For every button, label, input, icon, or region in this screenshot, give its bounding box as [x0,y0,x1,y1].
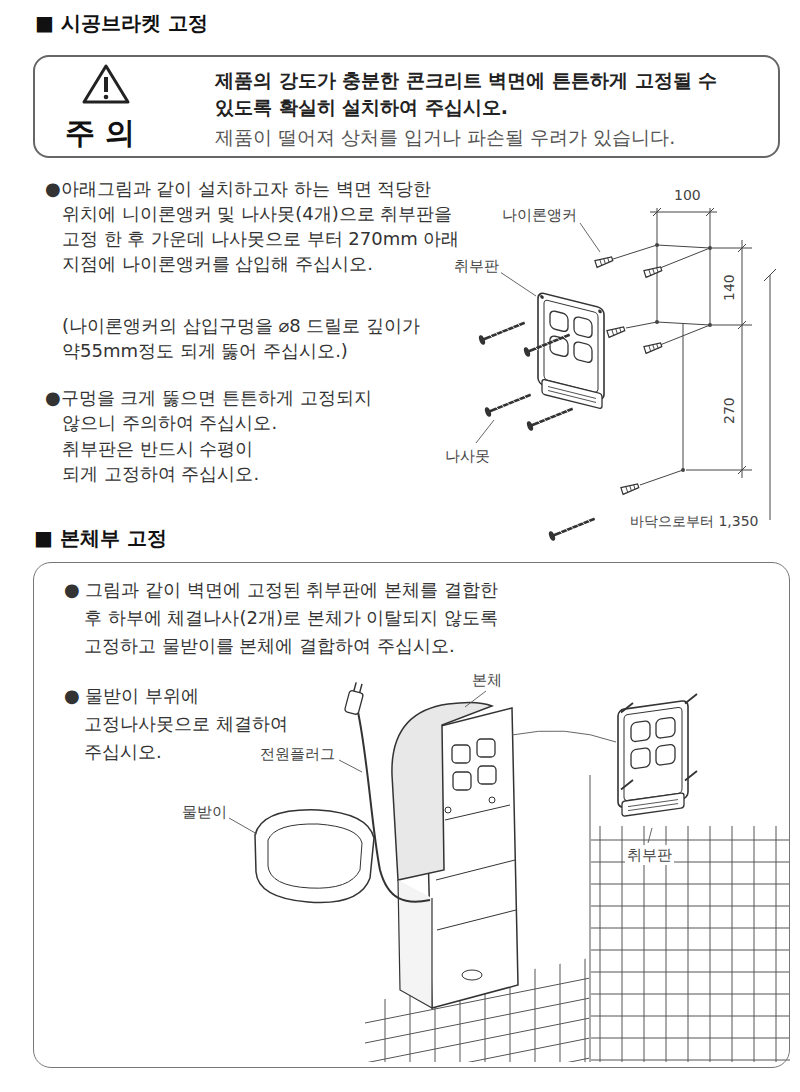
part-label: 물받이 [180,802,229,822]
section-heading: ■ 본체부 고정 [34,525,167,551]
caution-text: 제품의 강도가 충분한 콘크리트 벽면에 튼튼하게 고정될 수 있도록 확실히 … [215,67,750,121]
nylon-anchors [595,255,662,494]
dimension-label: 270 [720,395,738,426]
warning-icon [84,66,128,102]
part-label: 취부판 [625,845,674,865]
instruction-text: ●아래그림과 같이 설치하고자 하는 벽면 적당한 위치에 니이론앵커 및 나사… [45,176,473,276]
mounting-bracket [538,292,604,409]
part-label: 전원플러그 [258,744,337,764]
caution-title: 주 의 [65,113,135,152]
instruction-note: (나이론앵커의 삽입구멍을 ⌀8 드릴로 깊이가 약55mm정도 되게 뚫어 주… [62,313,482,363]
main-body [392,702,518,1008]
section-box: ■ 본체부 고정● 그림과 같이 벽면에 고정된 취부판에 본체를 결합한 후 … [33,562,790,1068]
dimension-label: 100 [672,186,703,204]
wall-holes [655,243,712,472]
dimension-label: 바닥으로부터 1,350 [628,512,761,530]
instruction-text: ●구멍을 크게 뚫으면 튼튼하게 고정되지 않으니 주의하여 주십시오. [45,385,407,435]
part-label: 나사못 [443,446,492,466]
dimension-label: 140 [720,272,738,303]
caution-note: 제품이 떨어져 상처를 입거나 파손될 우려가 있습니다. [215,124,750,151]
leader-lines [229,691,652,843]
dimension-lines [610,208,776,520]
part-label: 취부판 [452,256,501,276]
instruction-text: ● 그림과 같이 벽면에 고정된 취부판에 본체를 결합한 후 하부에 체결나사… [64,576,516,660]
mounting-bracket [618,694,697,817]
part-label: 나이론앵커 [500,205,579,225]
caution-box: 주 의 제품의 강도가 충분한 콘크리트 벽면에 튼튼하게 고정될 수 있도록 확… [33,55,780,158]
drip-tray [255,810,374,903]
part-label: 본체 [470,670,504,690]
instruction-text: 취부판은 반드시 수평이 되게 고정하여 주십시오. [62,436,288,486]
screws [478,318,597,541]
section-heading: ■ 시공브라켓 고정 [35,10,208,36]
